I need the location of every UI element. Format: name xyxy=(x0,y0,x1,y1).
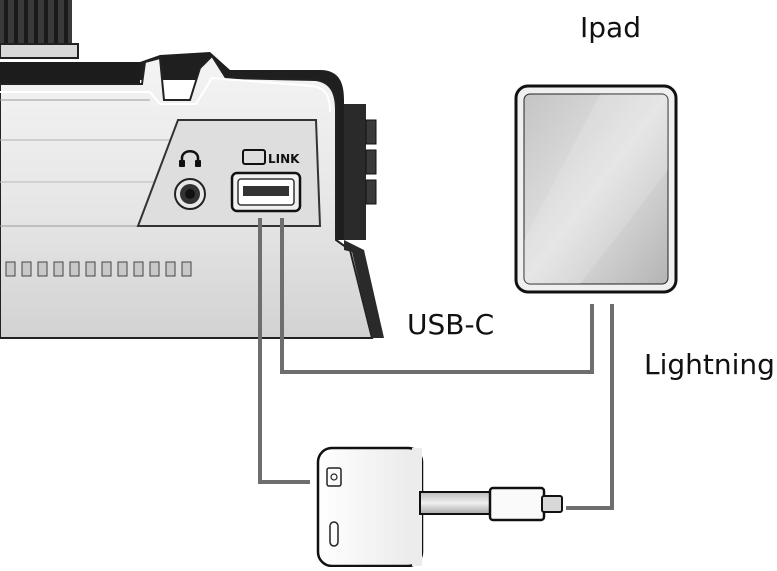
headphone-jack[interactable] xyxy=(174,178,206,210)
charge-icon xyxy=(329,521,339,547)
lightning-label: Lightning xyxy=(644,348,775,381)
lightning-adapter xyxy=(316,446,563,568)
lightning-cable xyxy=(566,304,614,510)
mixer-device: LINK xyxy=(0,0,384,339)
tablet-label: Ipad xyxy=(580,11,641,44)
vent-ribs xyxy=(5,261,192,277)
cables xyxy=(258,218,614,510)
camera-icon xyxy=(326,467,342,487)
adapter-cable xyxy=(258,218,310,484)
link-port-label: LINK xyxy=(268,152,300,166)
knob xyxy=(0,0,79,59)
usb-link-port[interactable] xyxy=(230,171,302,213)
usb-c-label: USB-C xyxy=(407,308,495,341)
headphone-icon xyxy=(179,150,201,167)
usb-c-cable xyxy=(280,218,594,374)
link-port-icon xyxy=(242,149,266,165)
lightning-plug xyxy=(541,495,563,513)
tablet-device xyxy=(514,84,678,294)
